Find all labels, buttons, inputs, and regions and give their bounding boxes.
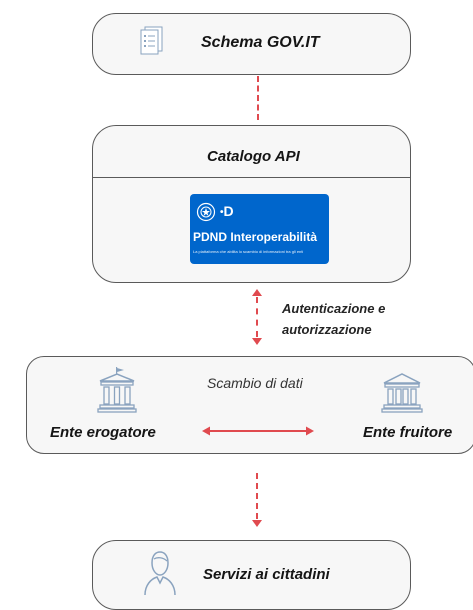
ente-fruitore-label: Ente fruitore: [363, 424, 453, 441]
auth-label-line2: autorizzazione: [282, 322, 372, 337]
pdnd-logo: •D PDND Interoperabilità La piattaforma …: [190, 194, 329, 264]
catalogo-api-label: Catalogo API: [207, 148, 300, 165]
scambio-dati-title: Scambio di dati: [207, 375, 303, 391]
pdnd-subtitle: La piattaforma che abilita lo scambio di…: [193, 249, 304, 254]
fruitore-bank-icon: [381, 371, 423, 418]
auth-label-line1: Autenticazione e: [282, 301, 386, 316]
connector-schema-catalogo: [257, 76, 259, 120]
pdnd-badge: •D: [220, 203, 234, 219]
pdnd-title: PDND Interoperabilità: [193, 230, 318, 244]
servizi-cittadini-label: Servizi ai cittadini: [203, 566, 330, 583]
italian-emblem-icon: [196, 202, 216, 227]
user-icon: [143, 549, 177, 600]
auth-connector: [256, 297, 258, 337]
document-list-icon: [140, 26, 164, 61]
servizi-arrow-head: [252, 520, 262, 527]
schema-govit-label: Schema GOV.IT: [201, 34, 320, 51]
auth-label: Autenticazione e autorizzazione: [282, 298, 385, 340]
erogatore-bank-icon: [97, 367, 137, 418]
auth-arrow-up: [252, 289, 262, 296]
catalogo-divider: [92, 177, 411, 178]
schema-govit-node: Schema GOV.IT: [92, 13, 411, 75]
exchange-arrow: [202, 426, 314, 436]
scambio-dati-node: Scambio di dati Ente erogatore Ente frui…: [26, 356, 473, 454]
servizi-cittadini-node: Servizi ai cittadini: [92, 540, 411, 610]
auth-arrow-down: [252, 338, 262, 345]
connector-scambio-servizi: [256, 473, 258, 519]
ente-erogatore-label: Ente erogatore: [50, 424, 156, 441]
catalogo-api-node: Catalogo API •D PDND Interoperabilità La…: [92, 125, 411, 283]
